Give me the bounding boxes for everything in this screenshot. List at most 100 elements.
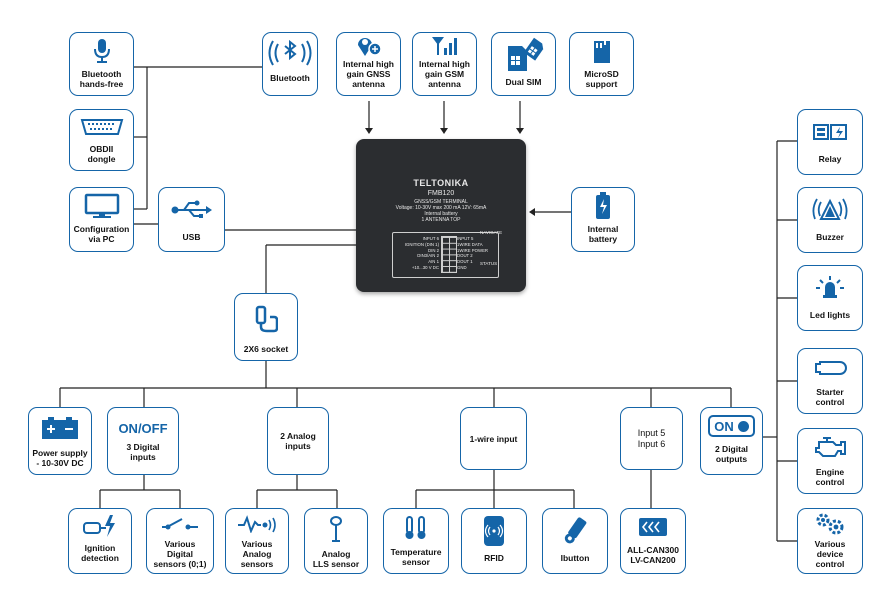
starter-control-box: Starter control — [797, 348, 863, 414]
bluetooth-box: Bluetooth — [262, 32, 318, 96]
rfid-box: RFID — [461, 508, 527, 574]
bluetooth-label: Bluetooth — [270, 73, 310, 83]
device-control-label: Various device control — [814, 539, 846, 569]
digital-sensors-label: Various Digital sensors (0;1) — [153, 539, 207, 569]
device-subtitle: GNSS/GSM TERMINAL — [414, 199, 468, 205]
socket-box: 2X6 socket — [234, 293, 298, 361]
analog-sensors-label: Various Analog sensors — [240, 539, 274, 569]
power-supply-label: Power supply - 10-30V DC — [32, 448, 88, 468]
bluetooth-icon — [268, 33, 312, 73]
lls-probe-icon — [326, 509, 346, 549]
on-badge-text: ON — [714, 418, 734, 434]
usb-label: USB — [182, 232, 201, 242]
pinout-grid — [441, 236, 457, 273]
led-lights-label: Led lights — [809, 310, 851, 320]
configuration-pc-box: Configuration via PC — [69, 187, 134, 252]
ignition-detection-box: Ignition detection — [68, 508, 132, 574]
digital-outputs-label: 2 Digital outputs — [714, 444, 749, 464]
microphone-icon — [91, 33, 113, 69]
obd-connector-icon — [80, 110, 124, 144]
engine-icon — [811, 429, 849, 467]
digital-sensors-box: Various Digital sensors (0;1) — [146, 508, 214, 574]
ibutton-label: Ibutton — [560, 553, 590, 563]
relay-box: Relay — [797, 109, 863, 175]
thermometer-icon — [402, 509, 430, 547]
lls-sensor-label: Analog LLS sensor — [312, 549, 360, 569]
temperature-sensor-box: Temperature sensor — [383, 508, 449, 574]
digital-outputs-box: ON 2 Digital outputs — [700, 407, 763, 475]
ignition-detection-label: Ignition detection — [81, 543, 119, 563]
one-wire-input-box: 1-wire input — [460, 407, 527, 470]
onoff-title: ON/OFF — [118, 420, 168, 436]
temperature-sensor-label: Temperature sensor — [390, 547, 442, 567]
device-battery-note: Internal battery — [424, 211, 458, 217]
dual-sim-label: Dual SIM — [505, 77, 542, 87]
relay-label: Relay — [818, 154, 842, 164]
device-pinout: INPUT 6 IGNITION (DIN 1) DIN 2 DIN3/AIN … — [392, 232, 499, 278]
bluetooth-handsfree-box: Bluetooth hands-free — [69, 32, 134, 96]
analog-inputs-box: 2 Analog inputs — [267, 407, 329, 475]
navigate-led-label: NAVIGATE — [480, 230, 503, 235]
bluetooth-handsfree-label: Bluetooth hands-free — [79, 69, 124, 89]
pinout-right-labels: INPUT 5 1WIRE DATA 1WIRE POWER DOUT 2 DO… — [457, 236, 489, 270]
internal-battery-label: Internal battery — [587, 224, 619, 244]
on-switch-icon: ON — [708, 408, 755, 444]
gsm-antenna-box: Internal high gain GSM antenna — [412, 32, 477, 96]
fmb120-device: TELTONIKA FMB120 GNSS/GSM TERMINAL Volta… — [356, 139, 526, 292]
rfid-label: RFID — [484, 553, 504, 563]
starter-control-label: Starter control — [815, 387, 845, 407]
gnss-antenna-box: Internal high gain GNSS antenna — [336, 32, 401, 96]
lls-sensor-box: Analog LLS sensor — [304, 508, 368, 574]
sim-card-icon — [502, 33, 546, 77]
microsd-label: MicroSD support — [584, 69, 619, 89]
device-antenna-top: 1 ANTENNA TOP — [421, 217, 461, 223]
led-lights-box: Led lights — [797, 265, 863, 331]
usb-box: USB — [158, 187, 225, 252]
rfid-card-icon — [482, 509, 506, 553]
device-model: FMB120 — [427, 190, 455, 197]
monitor-icon — [82, 188, 122, 224]
buzzer-box: Buzzer — [797, 187, 863, 253]
obdii-dongle-box: OBDII dongle — [69, 109, 134, 171]
device-control-box: Various device control — [797, 508, 863, 574]
switch-contact-icon — [160, 509, 200, 539]
input56-box: Input 5 Input 6 — [620, 407, 683, 470]
can-adapter-box: ALL-CAN300 LV-CAN200 — [620, 508, 686, 574]
microsd-box: MicroSD support — [569, 32, 634, 96]
ignition-coil-icon — [82, 509, 118, 543]
digital-inputs-box: ON/OFF 3 Digital inputs — [107, 407, 179, 475]
gsm-signal-icon — [430, 33, 460, 59]
digital-inputs-label: 3 Digital inputs — [126, 441, 160, 462]
engine-control-label: Engine control — [815, 467, 845, 487]
internal-battery-box: Internal battery — [571, 187, 635, 252]
analog-inputs-label: 2 Analog inputs — [280, 431, 316, 451]
device-brand: TELTONIKA — [413, 178, 469, 188]
pinout-left-labels: INPUT 6 IGNITION (DIN 1) DIN 2 DIN3/AIN … — [404, 236, 439, 270]
usb-icon — [170, 188, 214, 232]
dual-sim-box: Dual SIM — [491, 32, 556, 96]
gsm-antenna-label: Internal high gain GSM antenna — [419, 59, 470, 89]
battery-terminal-icon — [40, 408, 80, 448]
device-power-note: Voltage: 10-30V max 200 mA 12V: 65mA — [395, 205, 487, 211]
relay-icon — [812, 110, 848, 154]
one-wire-input-label: 1-wire input — [469, 433, 518, 444]
gnss-pin-icon — [356, 33, 382, 59]
obdii-dongle-label: OBDII dongle — [87, 144, 116, 164]
status-led-label: STATUS — [480, 261, 498, 266]
ibutton-key-icon — [561, 509, 589, 553]
gnss-antenna-label: Internal high gain GNSS antenna — [343, 59, 394, 89]
engine-control-box: Engine control — [797, 428, 863, 494]
microsd-card-icon — [590, 33, 614, 69]
can-adapter-icon — [638, 509, 668, 545]
gears-icon — [813, 509, 847, 539]
analog-wave-icon — [236, 509, 278, 539]
analog-sensors-box: Various Analog sensors — [225, 508, 289, 574]
socket-label: 2X6 socket — [243, 344, 289, 354]
power-supply-box: Power supply - 10-30V DC — [28, 407, 92, 475]
buzzer-icon — [810, 188, 850, 232]
battery-icon — [594, 188, 612, 224]
ibutton-box: Ibutton — [542, 508, 608, 574]
buzzer-label: Buzzer — [816, 232, 844, 242]
socket-connector-icon — [254, 294, 278, 344]
